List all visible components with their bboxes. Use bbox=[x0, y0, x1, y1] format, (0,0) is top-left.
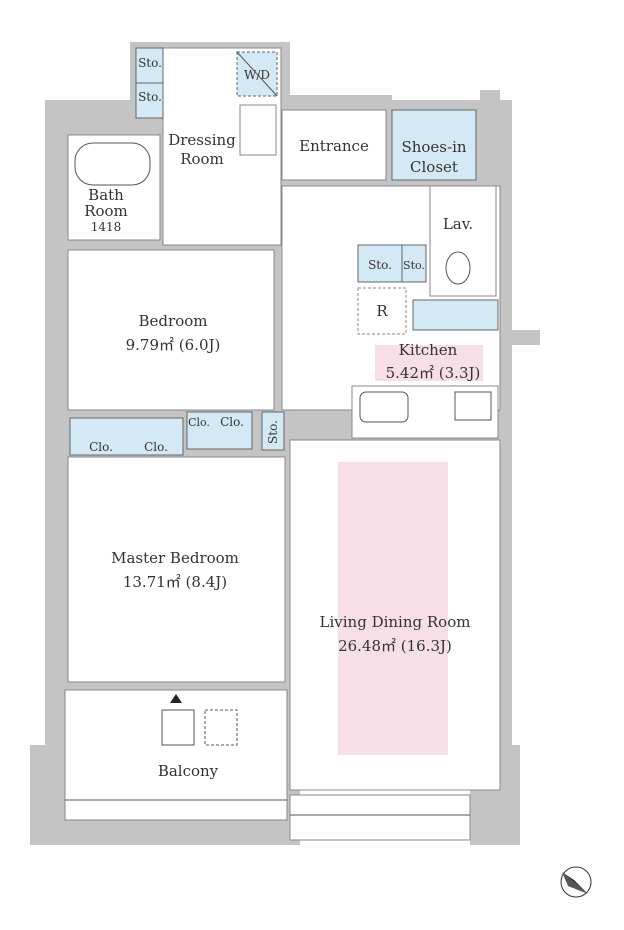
bath-size: 1418 bbox=[91, 220, 122, 234]
kitchen-highlight bbox=[375, 345, 483, 381]
balcony-strip bbox=[289, 794, 471, 841]
sto-label: Sto. bbox=[403, 259, 425, 272]
balcony-label: Balcony bbox=[158, 762, 219, 780]
bath-label-2: Room bbox=[84, 202, 128, 220]
fridge-label: R bbox=[376, 302, 388, 320]
storage-2 bbox=[135, 82, 164, 119]
clo-label: Clo. bbox=[188, 416, 210, 429]
master-bedroom bbox=[67, 456, 286, 683]
bathtub-icon bbox=[74, 142, 151, 186]
master-bedroom-label: Master Bedroom bbox=[111, 549, 239, 567]
ac-unit-alt-icon bbox=[204, 709, 238, 746]
labels: Sto. Sto. W/D Dressing Room Entrance Sho… bbox=[84, 56, 480, 780]
closet-bedroom bbox=[186, 411, 253, 450]
stove-icon bbox=[454, 391, 492, 421]
bath-label-1: Bath bbox=[88, 186, 124, 204]
living-area: 26.48㎡ (16.3J) bbox=[338, 637, 452, 655]
master-bedroom-area: 13.71㎡ (8.4J) bbox=[123, 573, 227, 591]
toilet-icon bbox=[445, 251, 471, 285]
lav-label: Lav. bbox=[443, 215, 473, 233]
compass-icon bbox=[560, 866, 592, 898]
sto-label: Sto. bbox=[266, 420, 280, 444]
bedroom-area: 9.79㎡ (6.0J) bbox=[126, 336, 221, 354]
ac-unit-icon bbox=[161, 709, 195, 746]
sto-label: Sto. bbox=[138, 56, 162, 70]
counter-shelf bbox=[412, 299, 499, 331]
arrow-up-icon bbox=[170, 694, 182, 703]
storage-5 bbox=[261, 411, 285, 451]
shoes-closet-label-1: Shoes-in bbox=[401, 138, 466, 156]
vanity bbox=[239, 104, 277, 156]
bedroom-label: Bedroom bbox=[139, 312, 208, 330]
clo-label: Clo. bbox=[220, 415, 244, 429]
shoes-in-closet bbox=[391, 109, 477, 181]
sink-icon bbox=[359, 391, 409, 423]
dressing-label-2: Room bbox=[180, 150, 224, 168]
sto-label: Sto. bbox=[138, 90, 162, 104]
storage-4 bbox=[401, 244, 427, 283]
clo-label: Clo. bbox=[89, 440, 113, 454]
rooms bbox=[64, 47, 501, 841]
entrance bbox=[281, 109, 387, 181]
shoes-closet-label-2: Closet bbox=[410, 158, 458, 176]
entrance-label: Entrance bbox=[299, 137, 369, 155]
washer-dryer-diagonal bbox=[236, 51, 278, 97]
fridge-space bbox=[357, 287, 407, 335]
living-highlight bbox=[338, 462, 448, 755]
living-label: Living Dining Room bbox=[320, 613, 471, 631]
kitchen-label: Kitchen bbox=[399, 341, 458, 359]
wd-label: W/D bbox=[244, 68, 270, 82]
clo-label: Clo. bbox=[144, 440, 168, 454]
sto-label: Sto. bbox=[368, 258, 392, 272]
closet-master bbox=[69, 417, 184, 456]
kitchen-area: 5.42㎡ (3.3J) bbox=[386, 364, 481, 382]
bath-room bbox=[67, 134, 161, 241]
bedroom bbox=[67, 249, 275, 411]
dressing-label-1: Dressing bbox=[168, 131, 236, 149]
